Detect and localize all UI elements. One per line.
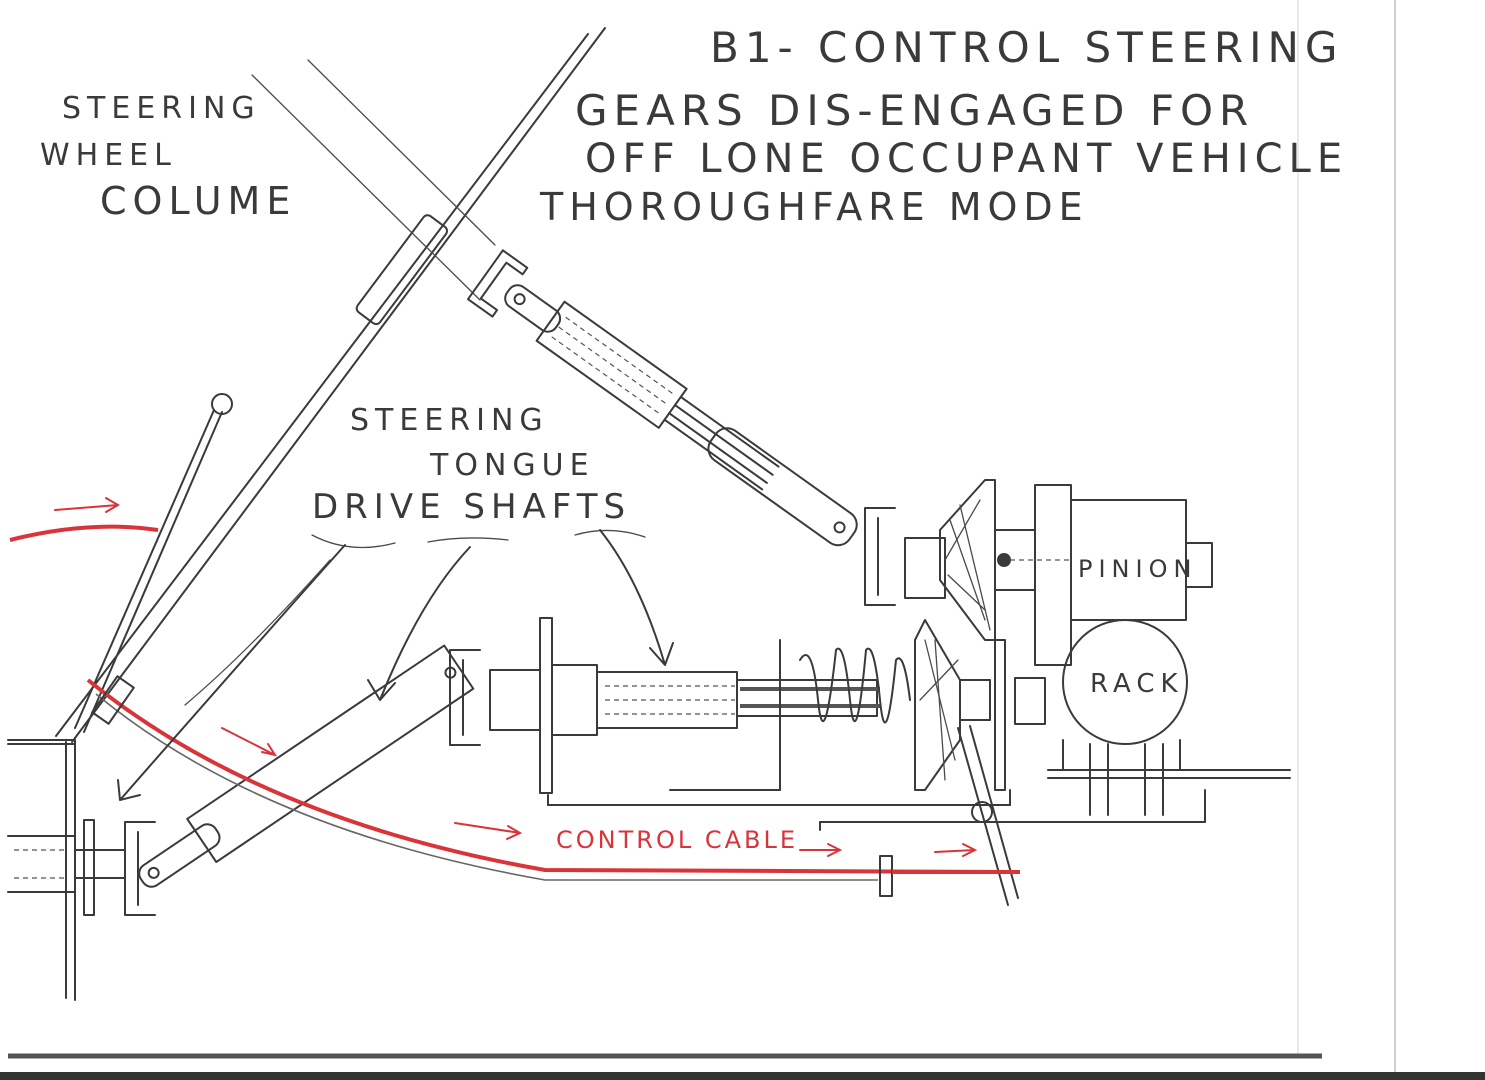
tongue-label-line-2: TONGUE (429, 448, 595, 483)
upper-tongue-drive-shaft (467, 249, 858, 547)
lower-tongue-drive-shaft (83, 644, 475, 916)
cable-direction-arrows (54, 497, 978, 857)
pinion-label: PINION (1078, 555, 1197, 583)
title-line-3: OFF LONE OCCUPANT VEHICLE (585, 136, 1348, 182)
lower-drive-shaft-assembly (449, 617, 1206, 831)
column-label-line-2: WHEEL (40, 138, 177, 173)
title-line-2: GEARS DIS-ENGAGED FOR (575, 86, 1254, 135)
upper-guide-lines (251, 59, 496, 301)
shift-lever (957, 725, 1019, 906)
column-label-line-3: COLUME (100, 179, 296, 223)
tongue-label-line-1: STEERING (350, 403, 549, 438)
title-line-4: THOROUGHFARE MODE (539, 185, 1089, 229)
left-housing (7, 739, 125, 1001)
rack-assembly (1047, 619, 1291, 816)
column-label-line-1: STEERING (62, 91, 261, 126)
tongue-label-line-3: DRIVE SHAFTS (312, 487, 631, 527)
rack-label: RACK (1090, 669, 1184, 699)
control-cable (9, 524, 1020, 897)
control-rod (74, 393, 233, 733)
shaft-pointer-arrows (117, 529, 674, 801)
steering-wheel-column (55, 27, 606, 743)
cable-clamp (91, 675, 135, 725)
title-line-1: B1- CONTROL STEERING (710, 23, 1343, 72)
control-cable-label: CONTROL CABLE (556, 826, 798, 854)
